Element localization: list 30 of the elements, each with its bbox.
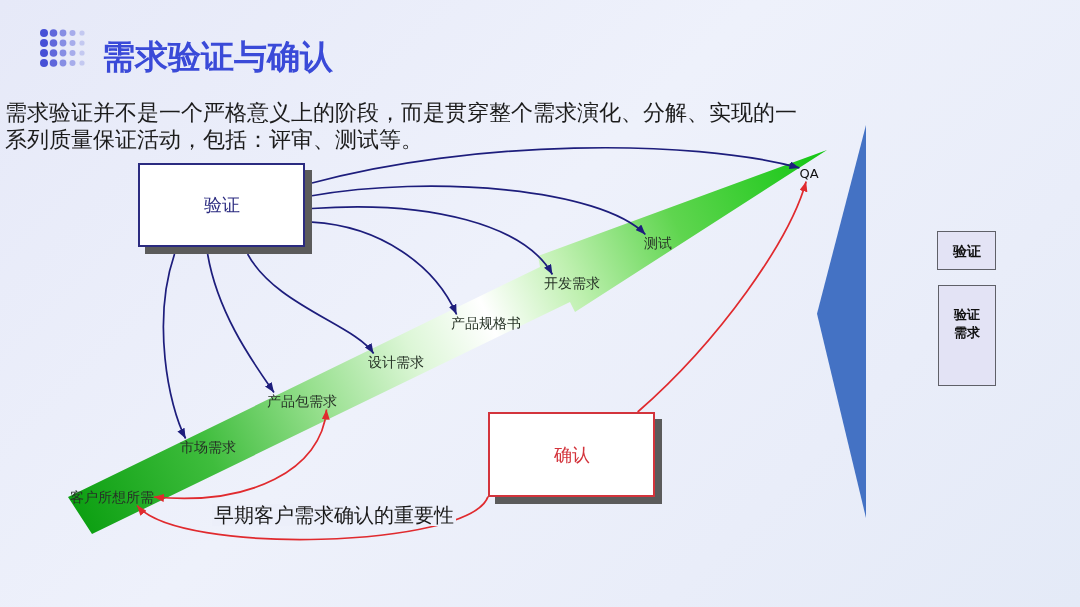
note-box <box>937 231 996 270</box>
curved-arrow <box>311 146 801 184</box>
curved-arrow <box>311 206 554 276</box>
stage-label: 客户所想所需 <box>70 488 154 506</box>
stage-label: 测试 <box>644 234 672 252</box>
curved-arrow <box>311 185 647 236</box>
box-label: 验证 <box>952 241 981 260</box>
box-label: 验证 <box>203 194 240 216</box>
stage-label: 设计需求 <box>368 353 424 371</box>
box-label: 确认 <box>553 443 590 466</box>
note-box <box>938 285 996 386</box>
body-paragraph: 需求验证并不是一个严格意义上的阶段，而是贯穿整个需求演化、分解、实现的一系列质量保证活动，包括：评审、测试等。 <box>5 99 798 153</box>
curved-arrow <box>311 221 458 316</box>
box-label: 验证需求 <box>954 306 980 342</box>
stage-label: 产品规格书 <box>451 314 521 332</box>
slide-title: 需求验证与确认 <box>102 36 333 78</box>
process-box <box>138 163 312 254</box>
curved-arrow <box>246 253 375 355</box>
curved-arrow <box>136 495 489 541</box>
curved-arrow <box>636 180 807 413</box>
curved-arrow <box>153 408 329 502</box>
curved-arrow <box>162 253 187 440</box>
stage-label: 产品包需求 <box>267 392 337 410</box>
stage-label: QA <box>799 164 819 182</box>
stage-label: 市场需求 <box>180 438 236 456</box>
edge-label: 早期客户需求确认的重要性 <box>212 504 456 526</box>
triangle-shape <box>817 125 866 518</box>
process-box <box>488 412 662 504</box>
curved-arrow <box>206 253 275 394</box>
stage-label: 开发需求 <box>544 274 600 292</box>
